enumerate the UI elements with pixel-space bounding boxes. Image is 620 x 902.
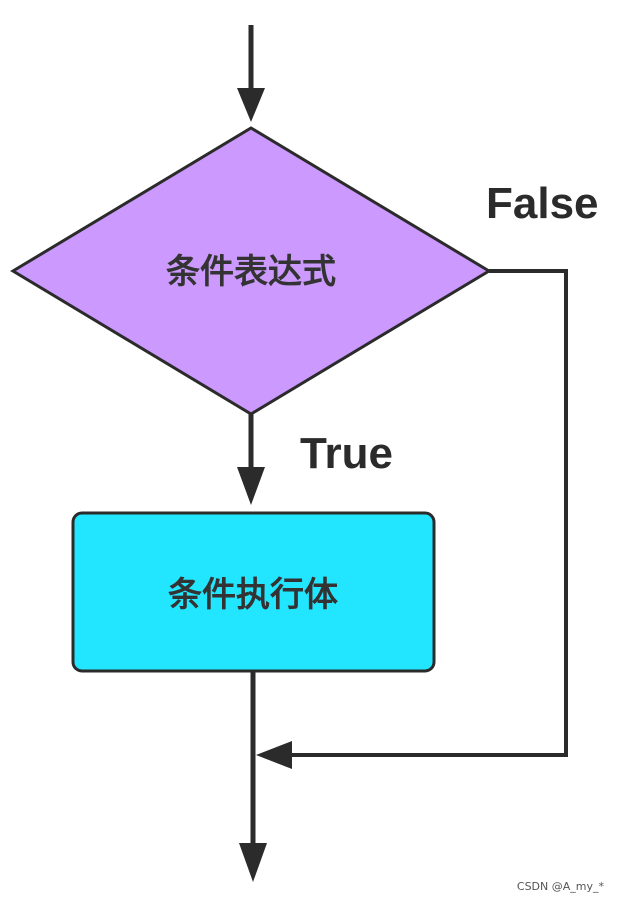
true-label: True — [300, 429, 393, 478]
entry-arrow — [237, 25, 265, 122]
exit-arrow — [239, 671, 267, 882]
condition-label: 条件表达式 — [166, 252, 336, 292]
false-label: False — [486, 179, 599, 228]
body-label: 条件执行体 — [168, 575, 338, 615]
true-branch-arrow — [237, 414, 265, 505]
watermark-text: CSDN @A_my_* — [517, 880, 605, 893]
false-branch-path — [256, 269, 568, 769]
